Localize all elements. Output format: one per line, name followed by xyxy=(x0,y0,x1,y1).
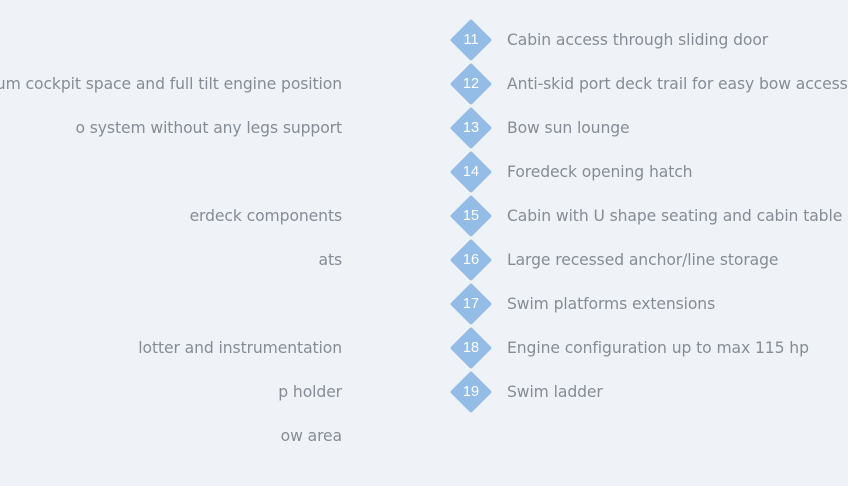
feature-label: Cabin access through sliding door xyxy=(507,31,769,49)
feature-label: ow area xyxy=(280,427,342,445)
feature-number: 16 xyxy=(462,252,480,268)
feature-label: o system without any legs support xyxy=(75,119,342,137)
feature-item: 15 Cabin with U shape seating and cabin … xyxy=(449,194,848,238)
feature-label: Engine configuration up to max 115 hp xyxy=(507,339,809,357)
feature-item: p holder xyxy=(0,370,342,414)
feature-item: 17 Swim platforms extensions xyxy=(449,282,848,326)
feature-item: mum cockpit space and full tilt engine p… xyxy=(0,62,342,106)
diamond-number-badge-icon: 11 xyxy=(449,18,493,62)
feature-item: o system without any legs support xyxy=(0,106,342,150)
feature-item: 19 Swim ladder xyxy=(449,370,848,414)
feature-item xyxy=(0,282,342,326)
feature-number: 11 xyxy=(463,32,479,48)
diamond-number-badge-icon: 17 xyxy=(449,282,493,326)
diamond-number-badge-icon: 18 xyxy=(449,326,493,370)
feature-label: Anti-skid port deck trail for easy bow a… xyxy=(507,75,848,93)
diamond-number-badge-icon: 15 xyxy=(449,194,493,238)
feature-label: mum cockpit space and full tilt engine p… xyxy=(0,75,342,93)
feature-label: Foredeck opening hatch xyxy=(507,163,693,181)
feature-item: 18 Engine configuration up to max 115 hp xyxy=(449,326,848,370)
feature-item xyxy=(0,18,342,62)
feature-item xyxy=(0,150,342,194)
diamond-number-badge-icon: 13 xyxy=(449,106,493,150)
feature-label: Swim ladder xyxy=(507,383,603,401)
feature-label: Bow sun lounge xyxy=(507,119,630,137)
feature-item: 16 Large recessed anchor/line storage xyxy=(449,238,848,282)
feature-item: 11 Cabin access through sliding door xyxy=(449,18,848,62)
feature-label: erdeck components xyxy=(189,207,343,225)
diamond-number-badge-icon: 14 xyxy=(449,150,493,194)
diamond-number-badge-icon: 12 xyxy=(449,62,493,106)
feature-label: ats xyxy=(318,251,343,269)
feature-item: 14 Foredeck opening hatch xyxy=(449,150,848,194)
feature-item: erdeck components xyxy=(0,194,343,238)
feature-number: 14 xyxy=(462,164,480,180)
feature-label: Large recessed anchor/line storage xyxy=(507,251,779,269)
diamond-number-badge-icon: 16 xyxy=(449,238,493,282)
feature-label: Cabin with U shape seating and cabin tab… xyxy=(507,207,848,225)
feature-list-right: 11 Cabin access through sliding door 12 … xyxy=(449,18,848,414)
feature-item: ow area xyxy=(0,414,342,458)
feature-number: 18 xyxy=(462,340,480,356)
feature-number: 15 xyxy=(462,208,480,224)
feature-item: 13 Bow sun lounge xyxy=(449,106,848,150)
feature-item: 12 Anti-skid port deck trail for easy bo… xyxy=(449,62,848,106)
feature-item: ats xyxy=(0,238,343,282)
feature-label: lotter and instrumentation xyxy=(138,339,342,357)
feature-number: 13 xyxy=(462,120,480,136)
feature-number: 12 xyxy=(462,76,480,92)
feature-label: Swim platforms extensions xyxy=(507,295,716,313)
feature-label: p holder xyxy=(278,383,342,401)
feature-number: 17 xyxy=(462,296,480,312)
diamond-number-badge-icon: 19 xyxy=(449,370,493,414)
feature-item: lotter and instrumentation xyxy=(0,326,342,370)
feature-list-left: mum cockpit space and full tilt engine p… xyxy=(0,18,342,458)
feature-number: 19 xyxy=(462,384,480,400)
